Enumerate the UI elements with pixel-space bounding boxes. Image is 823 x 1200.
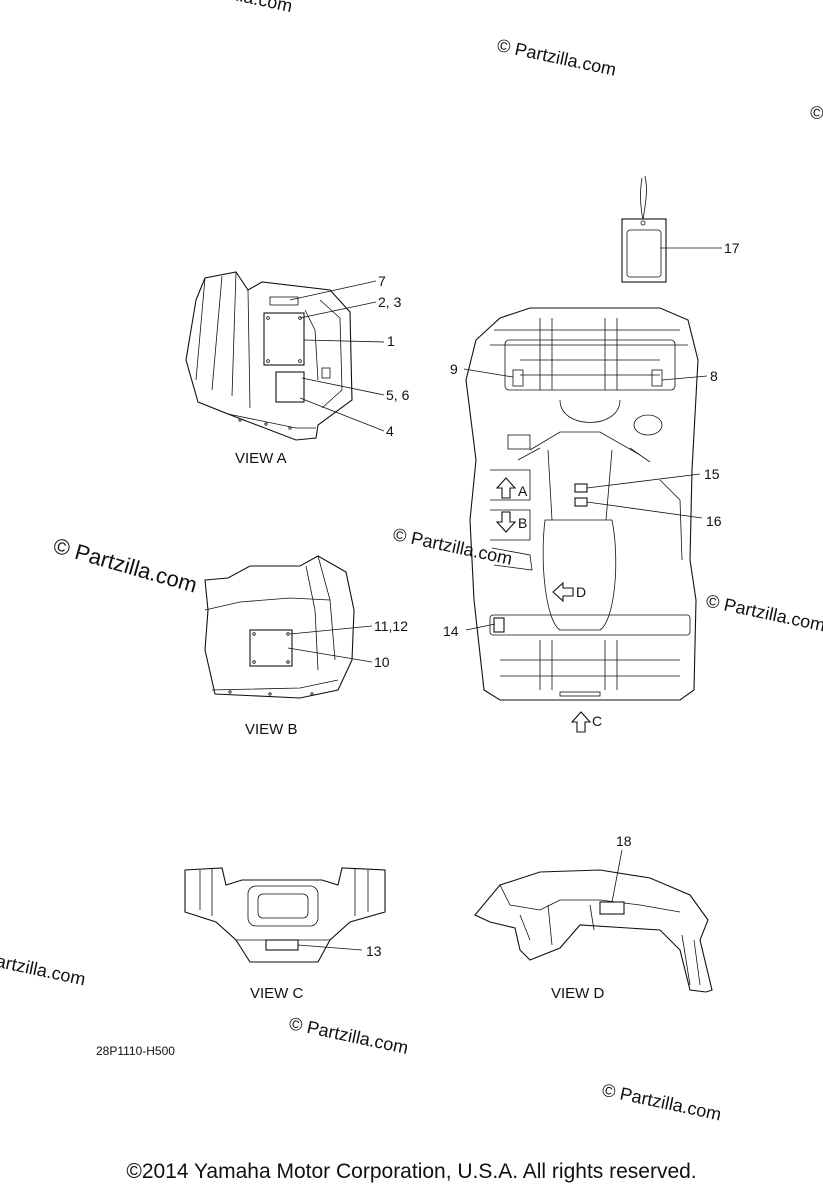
callout-5-6: 5, 6 [386,387,410,403]
watermark: © Partzilla.com [600,1080,723,1125]
view-b-label: VIEW B [245,721,298,738]
watermark: © Partzilla.com [391,524,514,569]
watermark: © Partzilla.com [287,1013,410,1058]
view-d-drawing [474,869,713,993]
copyright-notice: ©2014 Yamaha Motor Corporation, U.S.A. A… [126,1160,697,1183]
callout-10: 10 [374,654,390,670]
callout-15: 15 [704,466,720,482]
callout-2-3: 2, 3 [378,294,402,310]
callout-11-12: 11,12 [374,618,408,634]
view-b-drawing [204,555,355,699]
callout-1: 1 [387,333,395,349]
outline-arrow-icon [552,581,574,603]
arrow-letter-c: C [592,713,602,729]
atv-top-view [465,307,699,701]
callout-17: 17 [724,240,740,256]
outline-arrow-icon [495,477,517,499]
watermark: © Partzilla.com [495,35,618,80]
callout-18: 18 [616,833,632,849]
callout-16: 16 [706,513,722,529]
outline-arrow-icon [495,511,517,533]
callout-9: 9 [450,361,458,377]
watermark: © Partzilla.com [0,945,87,990]
hang-tag-icon [621,175,667,283]
arrow-letter-b: B [518,515,527,531]
view-c-drawing [184,867,386,963]
watermark: © Partzilla.com [808,102,823,147]
view-a-label: VIEW A [235,450,287,467]
callout-8: 8 [710,368,718,384]
watermark-prominent: © Partzilla.com [51,533,200,598]
callout-13: 13 [366,943,382,959]
callout-7: 7 [378,273,386,289]
watermark: © Partzilla.com [171,0,294,16]
outline-arrow-icon [570,711,592,733]
view-a-drawing [185,271,353,441]
callout-4: 4 [386,423,394,439]
arrow-letter-a: A [518,483,528,499]
watermark: © Partzilla.com [704,591,823,636]
view-c-label: VIEW C [250,985,304,1002]
callout-14: 14 [443,623,459,639]
view-d-label: VIEW D [551,985,605,1002]
diagram-part-code: 28P1110-H500 [96,1044,175,1058]
arrow-letter-d: D [576,584,586,600]
